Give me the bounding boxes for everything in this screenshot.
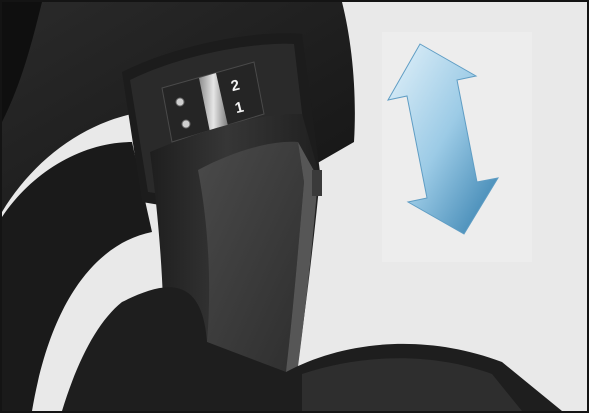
slider-band-face — [198, 142, 304, 372]
detent-dot-upper — [176, 98, 184, 106]
detent-dot-lower — [182, 120, 190, 128]
housing-notch — [312, 170, 322, 196]
